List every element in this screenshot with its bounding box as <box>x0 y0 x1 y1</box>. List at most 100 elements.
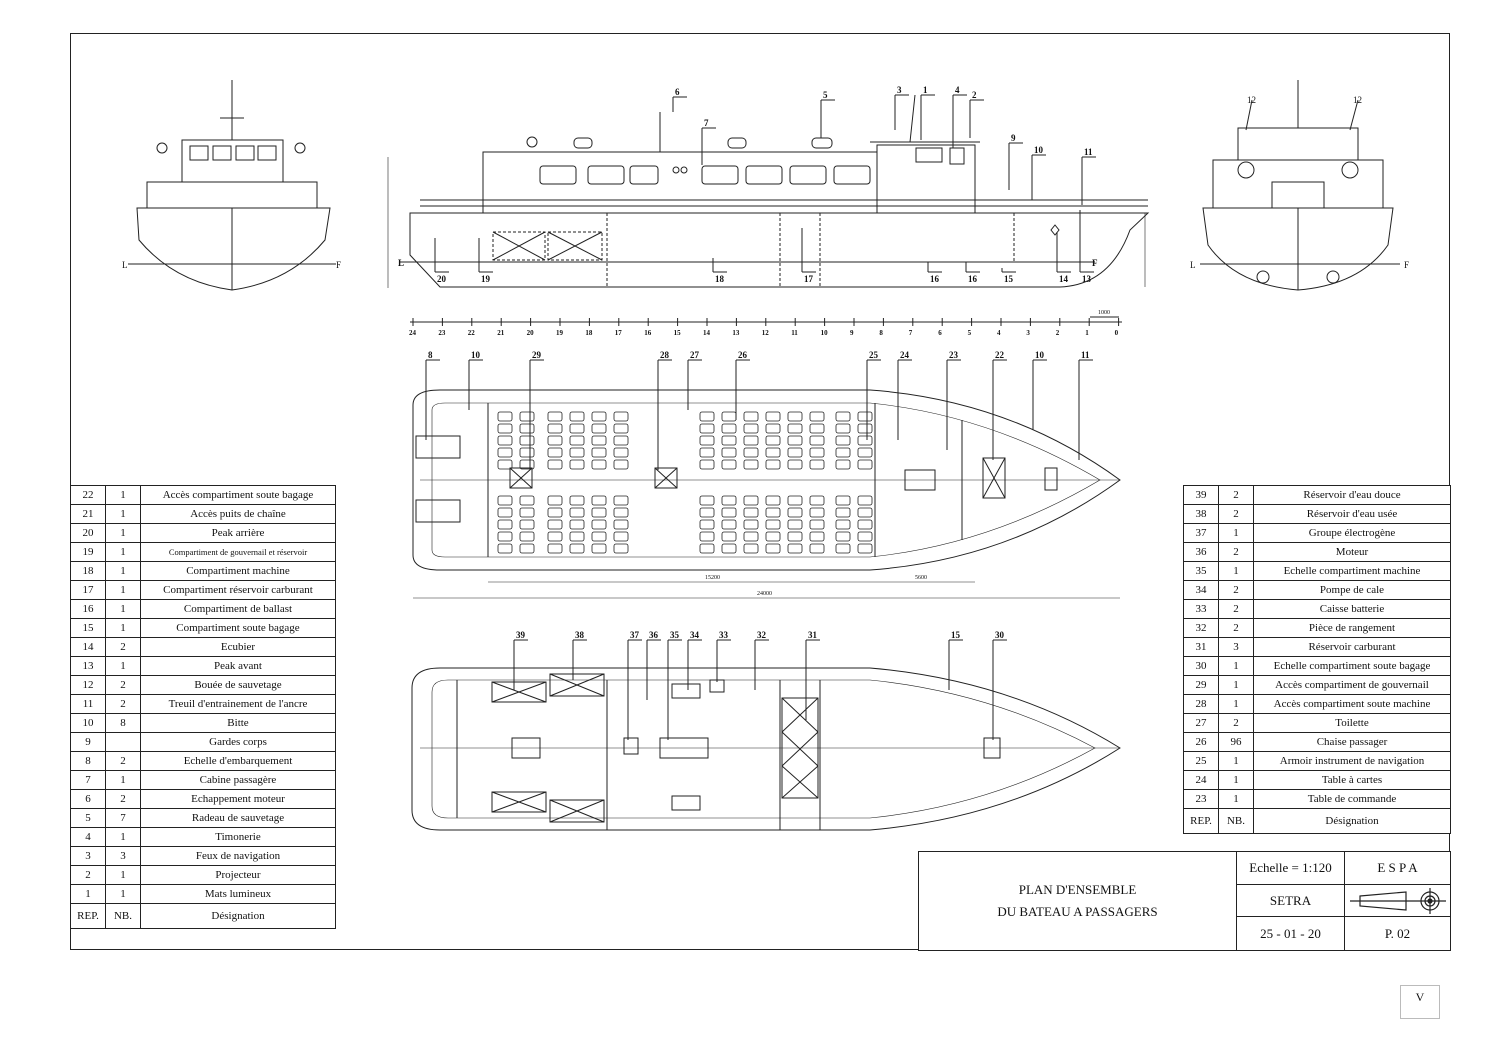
nb-cell: 1 <box>105 485 141 505</box>
profile-callout: 14 <box>1059 274 1069 284</box>
passenger-seat <box>721 447 737 458</box>
lower-plan-callout: 35 <box>670 630 680 640</box>
passenger-seat <box>835 495 851 506</box>
profile-callout: 4 <box>955 85 960 95</box>
designation-cell: Echelle d'embarquement <box>140 751 336 771</box>
client-name: SETRA <box>1237 885 1345 917</box>
lower-plan-callout: 30 <box>995 630 1005 640</box>
rep-cell: 30 <box>1183 656 1219 676</box>
passenger-seat <box>809 447 825 458</box>
nb-cell: 3 <box>105 846 141 866</box>
header-designation: Désignation <box>140 903 336 929</box>
front-waterline-f: F <box>336 260 341 270</box>
lower-plan-callout: 33 <box>719 630 729 640</box>
passenger-seat <box>497 411 513 422</box>
rep-cell: 38 <box>1183 504 1219 524</box>
nb-cell: 3 <box>1218 637 1254 657</box>
rep-cell: 29 <box>1183 675 1219 695</box>
ruler-tick-label: 10 <box>821 329 829 337</box>
front-view <box>128 80 336 291</box>
passenger-seat <box>497 423 513 434</box>
profile-callout: 20 <box>437 274 447 284</box>
passenger-seat <box>569 435 585 446</box>
nb-cell: 2 <box>105 675 141 695</box>
nb-cell: 1 <box>1218 751 1254 771</box>
rear-callout-12a: 12 <box>1247 95 1256 105</box>
rep-cell: 35 <box>1183 561 1219 581</box>
passenger-seat <box>743 459 759 470</box>
passenger-seat <box>835 531 851 542</box>
page-marker[interactable]: V <box>1400 985 1440 1019</box>
table-header-row: REP.NB.Désignation <box>70 903 336 929</box>
passenger-seat <box>809 411 825 422</box>
rear-view <box>1200 80 1400 291</box>
ruler-tick-label: 23 <box>438 329 446 337</box>
lower-plan-callout: 31 <box>808 630 818 640</box>
passenger-seat <box>857 519 873 530</box>
passenger-seat <box>809 543 825 554</box>
title-block: PLAN D'ENSEMBLE DU BATEAU A PASSAGERS Ec… <box>918 851 1451 951</box>
passenger-seat <box>721 495 737 506</box>
lower-plan-callout: 38 <box>575 630 585 640</box>
rep-cell: 16 <box>70 599 106 619</box>
designation-cell: Peak avant <box>140 656 336 676</box>
rep-cell: 12 <box>70 675 106 695</box>
passenger-seat <box>497 459 513 470</box>
nb-cell: 2 <box>1218 618 1254 638</box>
passenger-seat <box>787 447 803 458</box>
ruler-tick-label: 5 <box>968 329 972 337</box>
passenger-seat <box>519 423 535 434</box>
passenger-seat <box>835 435 851 446</box>
passenger-seat <box>547 507 563 518</box>
passenger-seat <box>519 519 535 530</box>
designation-cell: Groupe électrogène <box>1253 523 1451 543</box>
nb-cell: 1 <box>105 523 141 543</box>
passenger-seat <box>591 435 607 446</box>
nb-cell: 1 <box>105 770 141 790</box>
passenger-seat <box>519 447 535 458</box>
dimension-cabin-length: 15200 <box>705 575 720 581</box>
passenger-seat <box>743 531 759 542</box>
ruler-tick-label: 17 <box>615 329 623 337</box>
passenger-seat <box>613 543 629 554</box>
designation-cell: Compartiment réservoir carburant <box>140 580 336 600</box>
rep-cell: 23 <box>1183 789 1219 809</box>
passenger-seat <box>857 531 873 542</box>
profile-callout: 1 <box>923 85 928 95</box>
passenger-seat <box>569 519 585 530</box>
passenger-seat <box>613 459 629 470</box>
passenger-seat <box>569 531 585 542</box>
deck-plan-callout: 25 <box>869 350 879 360</box>
ruler-tick-label: 11 <box>791 329 798 337</box>
rep-cell: 3 <box>70 846 106 866</box>
designation-cell: Accès compartiment soute bagage <box>140 485 336 505</box>
profile-callout: F <box>1092 258 1098 268</box>
lower-deck-plan <box>411 667 1121 831</box>
nb-cell: 1 <box>1218 789 1254 809</box>
passenger-seat <box>809 459 825 470</box>
nb-cell: 1 <box>1218 694 1254 714</box>
passenger-seat <box>497 519 513 530</box>
passenger-seat <box>721 507 737 518</box>
deck-plan-callout: 22 <box>995 350 1005 360</box>
nb-cell: 2 <box>105 694 141 714</box>
designation-cell: Feux de navigation <box>140 846 336 866</box>
passenger-seat <box>809 435 825 446</box>
passenger-seat <box>699 435 715 446</box>
rep-cell: 13 <box>70 656 106 676</box>
passenger-seat <box>497 543 513 554</box>
passenger-seat <box>765 543 781 554</box>
